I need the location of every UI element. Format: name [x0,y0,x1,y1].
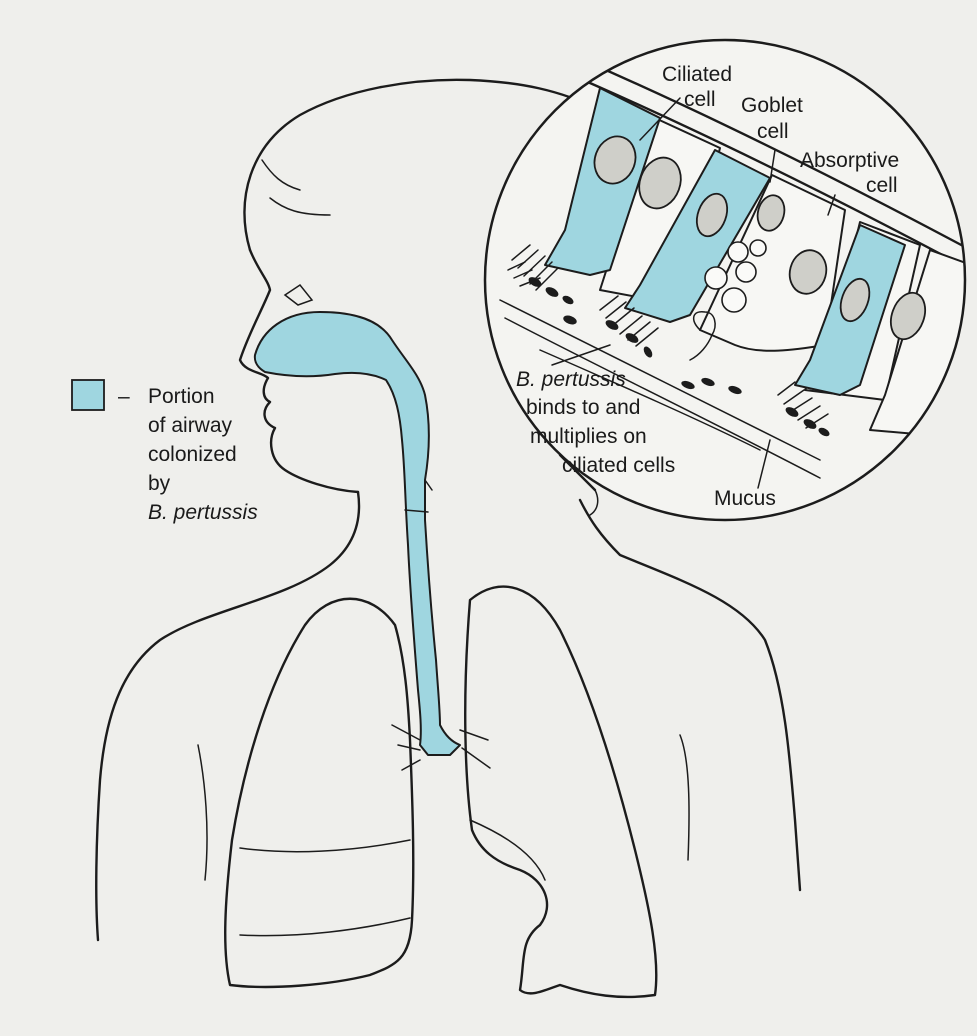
colonized-airway [255,312,490,770]
label-ciliated-line-1: Ciliated [662,63,732,86]
right-arm-crease [680,735,689,860]
label-goblet-line-2: cell [757,120,789,143]
vesicle [750,240,766,256]
vesicle [705,267,727,289]
legend-line-2: of airway [148,414,233,437]
label-pertussis-line-1: binds to and [526,396,640,419]
left-arm-crease [198,745,207,880]
vesicle [728,242,748,262]
left-lung [465,587,656,997]
lungs [225,587,656,997]
legend-line-3: colonized [148,443,237,466]
vesicle [722,288,746,312]
legend-line-1: Portion [148,385,215,408]
legend: – Portion of airway colonized by B. pert… [72,380,258,524]
legend-line-4: by [148,472,171,495]
label-pertussis-italic: B. pertussis [516,368,626,391]
neck-crease [590,490,598,515]
nasopharynx-highlight [255,312,460,755]
right-lung-fissure [240,840,410,936]
label-ciliated-line-2: cell [684,88,716,111]
right-neck-shoulder [580,500,800,890]
right-lung [225,599,413,987]
label-absorptive-line-1: Absorptive [800,149,899,172]
legend-dash: – [118,385,130,408]
magnified-inset: Ciliated cell Goblet cell Absorptive cel… [485,40,977,520]
hair-detail [262,160,330,215]
label-mucus: Mucus [714,487,776,510]
label-pertussis-line-3: ciliated cells [562,454,675,477]
eye [285,285,312,305]
label-goblet-line-1: Goblet [741,94,803,117]
legend-italic-line: B. pertussis [148,501,258,524]
vesicle [736,262,756,282]
legend-swatch [72,380,104,410]
left-lung-fissure [470,820,545,880]
label-absorptive-line-2: cell [866,174,898,197]
label-pertussis-line-2: multiplies on [530,425,647,448]
